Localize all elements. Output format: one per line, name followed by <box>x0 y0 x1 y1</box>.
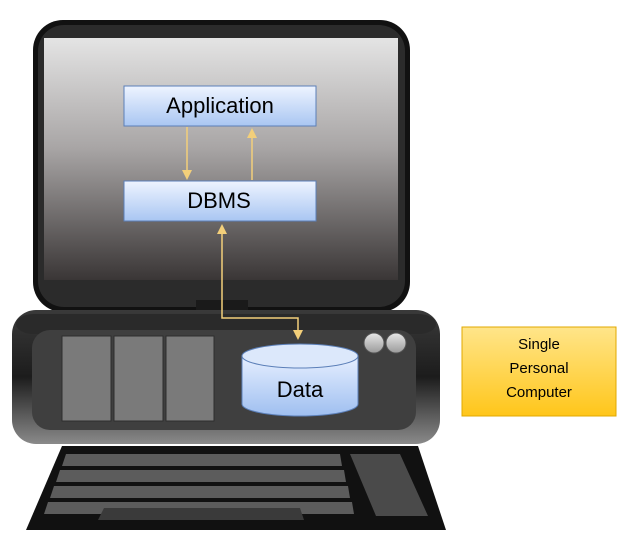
data-cylinder-top <box>241 343 359 369</box>
drive-bay-2 <box>113 335 164 422</box>
callout-line-2: Personal <box>509 360 568 377</box>
power-button-left <box>363 332 385 354</box>
arrow-dbms-to-app-head <box>247 128 257 138</box>
keyboard-row-2 <box>56 470 346 482</box>
dbms-label: DBMS <box>187 188 251 213</box>
keyboard <box>26 446 446 530</box>
single-personal-computer-callout: Single Personal Computer <box>461 326 617 417</box>
application-label: Application <box>166 93 274 118</box>
callout-line-3: Computer <box>506 384 572 401</box>
connector-dbms-data <box>221 232 299 332</box>
keyboard-spacebar <box>98 508 304 520</box>
base-body-top <box>16 314 436 334</box>
power-button-right <box>385 332 407 354</box>
data-cylinder: Data <box>241 343 359 417</box>
data-label: Data <box>277 377 324 402</box>
drive-bay-3 <box>165 335 215 422</box>
computer-base <box>12 310 440 444</box>
drive-bay-1 <box>61 335 112 422</box>
arrow-to-dbms-head <box>217 224 227 234</box>
dbms-box: DBMS <box>123 180 317 222</box>
keyboard-row-3 <box>50 486 350 498</box>
callout-line-1: Single <box>518 336 560 353</box>
arrow-app-to-dbms-head <box>182 170 192 180</box>
application-box: Application <box>123 85 317 127</box>
data-flow-arrows <box>182 127 303 340</box>
data-cylinder-body <box>241 355 359 417</box>
arrow-to-data-head <box>293 330 303 340</box>
monitor-screen <box>44 38 398 280</box>
keyboard-numpad <box>350 454 428 516</box>
keyboard-row-1 <box>62 454 342 466</box>
